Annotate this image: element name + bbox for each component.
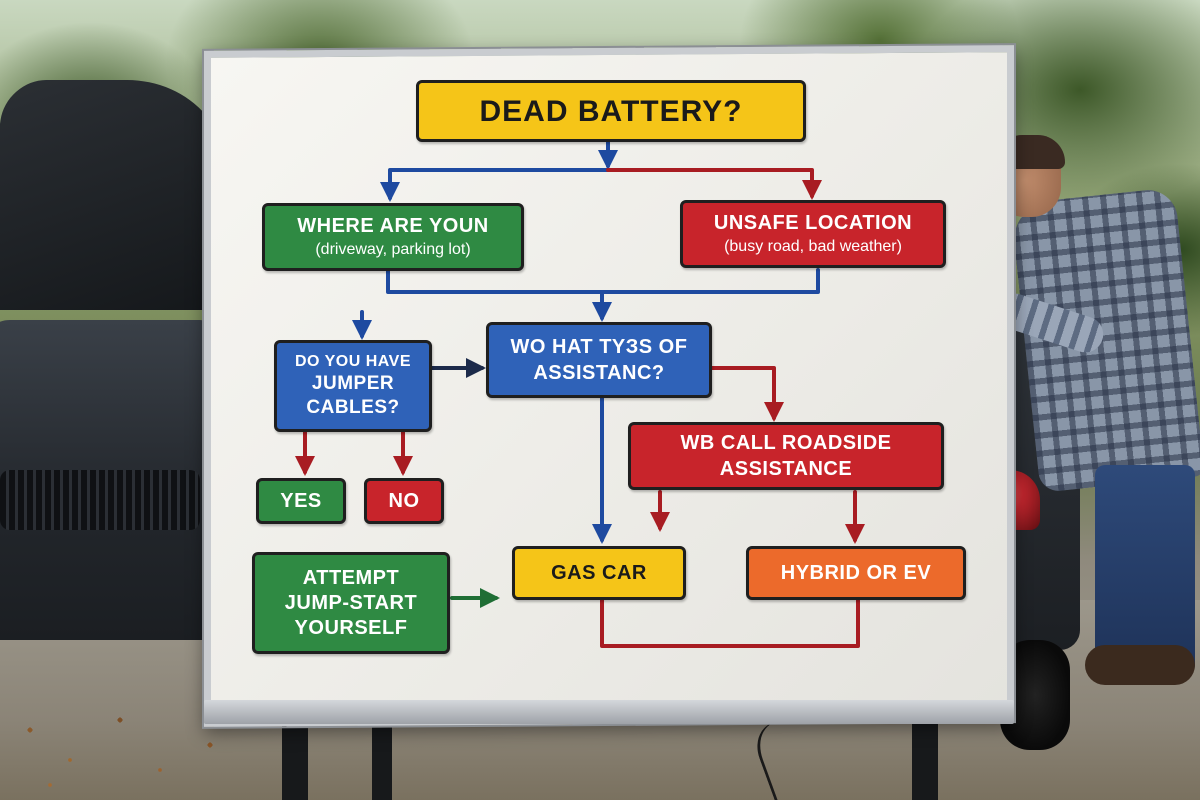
car-grille (0, 470, 200, 530)
jumper-cables-line1: DO YOU HAVE (294, 353, 412, 371)
unsafe-location-box: UNSAFE LOCATION (busy road, bad weather) (680, 200, 946, 268)
jumper-cables-line2: JUMPER (311, 372, 395, 394)
person (985, 135, 1200, 695)
flowchart-title: DEAD BATTERY? (479, 94, 743, 128)
no-box: NO (364, 478, 444, 524)
easel-leg-right (912, 720, 938, 800)
assistance-type-line1: WO HAT TYЗS OF (510, 336, 688, 358)
attempt-line1: ATTEMPT (302, 567, 400, 589)
title-box: DEAD BATTERY? (416, 80, 806, 142)
person-jeans (1095, 465, 1195, 675)
jumper-cables-box: DO YOU HAVE JUMPER CABLES? (274, 340, 432, 432)
call-roadside-box: WB CALL ROADSIDE ASSISTANCE (628, 422, 944, 490)
where-are-you-title: WHERE ARE YOUN (297, 215, 489, 238)
gas-car-box: GAS CAR (512, 546, 686, 600)
unsafe-location-subtitle: (busy road, bad weather) (724, 238, 902, 256)
call-roadside-line1: WB CALL ROADSIDE (680, 432, 892, 454)
yes-label: YES (280, 490, 322, 512)
where-are-you-subtitle: (driveway, parking lot) (315, 241, 471, 259)
unsafe-location-title: UNSAFE LOCATION (713, 212, 913, 235)
arrow-to-unsafe (606, 168, 822, 200)
where-are-you-box: WHERE ARE YOUN (driveway, parking lot) (262, 203, 524, 271)
attempt-jump-start-box: ATTEMPT JUMP-START YOURSELF (252, 552, 450, 654)
connector-gas-hybrid (600, 598, 860, 648)
yes-box: YES (256, 478, 346, 524)
jumper-cables-line3: CABLES? (306, 396, 400, 418)
call-roadside-line2: ASSISTANCE (719, 458, 853, 480)
hybrid-ev-box: HYBRID OR EV (746, 546, 966, 600)
gas-car-label: GAS CAR (551, 562, 647, 584)
arrow-assistance-to-roadside (710, 366, 784, 422)
no-label: NO (388, 490, 420, 512)
easel-leg-back (372, 720, 392, 800)
person-shoe (1085, 645, 1195, 685)
whiteboard-tray (204, 700, 1014, 724)
connector-merge (386, 268, 820, 294)
hybrid-ev-label: HYBRID OR EV (780, 562, 932, 584)
arrow-to-where (380, 168, 610, 202)
assistance-type-box: WO HAT TYЗS OF ASSISTANC? (486, 322, 712, 398)
assistance-type-line2: ASSISTANC? (533, 362, 665, 384)
easel-leg-left (282, 720, 308, 800)
attempt-line3: YOURSELF (294, 617, 408, 639)
attempt-line2: JUMP-START (284, 592, 418, 614)
